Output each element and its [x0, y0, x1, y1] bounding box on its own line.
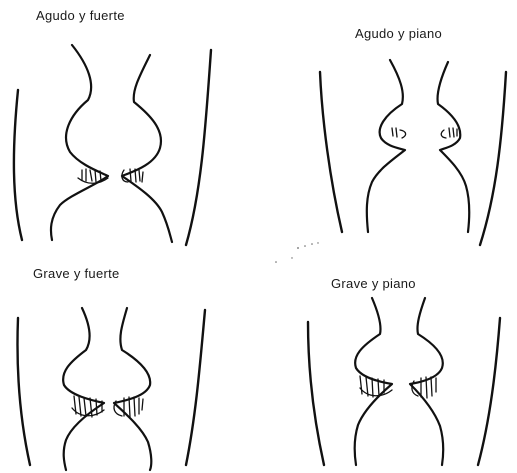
panel-agudo-piano — [320, 60, 506, 245]
right-wall — [186, 310, 205, 465]
right-vocal-fold — [437, 62, 469, 232]
left-vocal-fold — [367, 60, 405, 232]
right-vocal-fold — [114, 308, 151, 470]
left-wall — [14, 90, 22, 240]
right-vocal-fold — [122, 55, 172, 242]
left-vocal-fold — [63, 308, 104, 470]
left-fold-hatching — [78, 169, 108, 183]
right-fold-hatching — [441, 128, 457, 138]
right-wall — [186, 50, 211, 245]
panel-grave-fuerte — [18, 308, 206, 470]
left-wall — [320, 72, 342, 232]
left-wall — [18, 318, 31, 465]
panel-grave-piano — [308, 298, 500, 465]
right-wall — [478, 318, 500, 465]
left-fold-hatching — [360, 376, 392, 397]
left-wall — [308, 322, 324, 465]
left-fold-hatching — [392, 128, 406, 138]
scan-specks — [275, 242, 318, 263]
panel-agudo-fuerte — [14, 45, 211, 245]
right-wall — [480, 72, 506, 245]
left-vocal-fold — [51, 45, 108, 240]
